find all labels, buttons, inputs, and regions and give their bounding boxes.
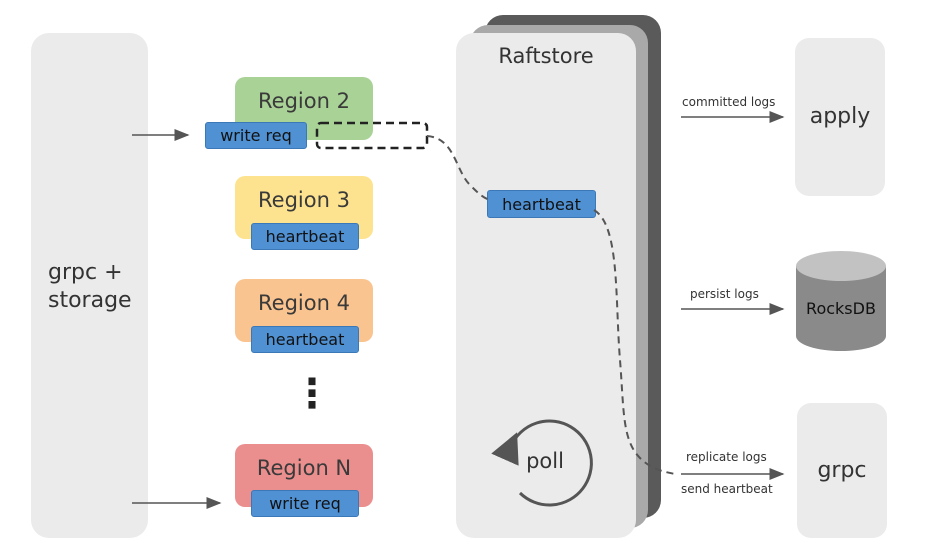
region-2-write-req-tag: write req [205,122,307,149]
grpc-storage-panel: grpc + storage [31,33,148,538]
poll-loop [491,419,593,507]
raftstore-heartbeat-tag: heartbeat [487,190,596,218]
grpc-storage-label: grpc + storage [48,259,132,315]
grpc-label: grpc [817,458,867,483]
raftstore-panel: Raftstore [456,33,636,538]
region-3-title: Region 3 [258,188,350,212]
region-4-heartbeat-tag: heartbeat [251,326,359,353]
rocksdb-label: RocksDB [806,299,876,318]
region-2-title: Region 2 [258,89,350,113]
dashed-flow-to-grpc [593,209,676,475]
apply-label: apply [809,104,871,129]
persist-logs-label: persist logs [690,287,759,301]
apply-panel: apply [795,38,885,196]
grpc-storage-label-line1: grpc + [48,260,123,285]
replicate-logs-label: replicate logs [686,450,767,464]
dashed-box [315,121,429,150]
grpc-storage-label-line2: storage [48,288,132,313]
region-4-title: Region 4 [258,291,350,315]
region-n-write-req-tag: write req [251,490,359,517]
grpc-panel: grpc [797,403,887,538]
committed-logs-label: committed logs [682,95,776,109]
send-heartbeat-label: send heartbeat [681,482,773,496]
poll-label: poll [526,449,564,473]
raftstore-title: Raftstore [498,44,594,68]
rocksdb-cylinder [796,251,886,351]
region-3-heartbeat-tag: heartbeat [251,223,359,250]
region-n-title: Region N [256,456,352,480]
dashed-flow-to-heartbeat [426,135,491,201]
